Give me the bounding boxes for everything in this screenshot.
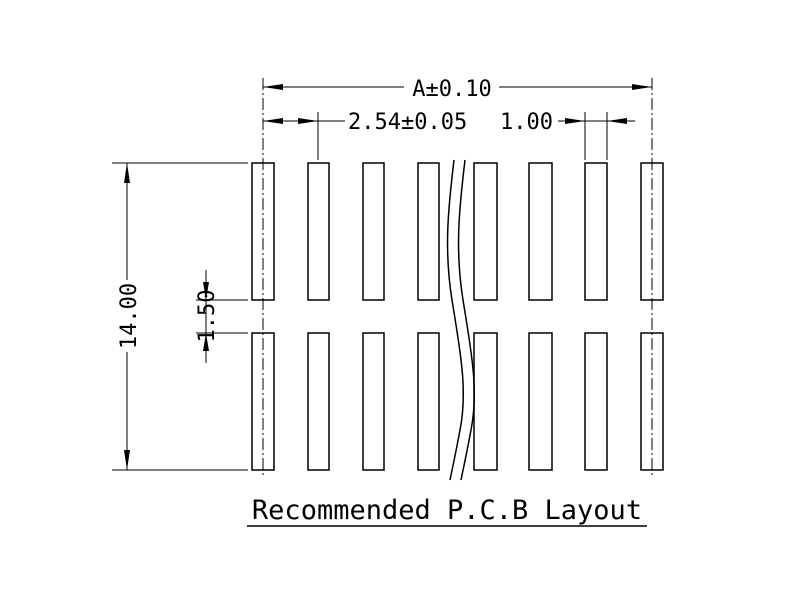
pad <box>417 162 440 301</box>
pad <box>584 162 608 301</box>
total-height-label: 14.00 <box>117 283 142 349</box>
break-lines <box>446 159 476 481</box>
total-width-dimension: A±0.10 <box>263 72 652 102</box>
top-pad-row <box>251 162 664 301</box>
pad <box>307 332 330 471</box>
pad <box>307 162 330 301</box>
pad <box>362 162 385 301</box>
pad-width-label: 1.00 <box>500 110 553 135</box>
pad <box>417 332 440 471</box>
row-gap-label: 1.50 <box>195 290 220 343</box>
pad-width-dimension: 1.00 <box>500 110 635 135</box>
pad <box>473 332 498 471</box>
caption-text: Recommended P.C.B Layout <box>252 495 642 526</box>
pad <box>528 332 553 471</box>
pad <box>362 332 385 471</box>
pad <box>584 332 608 471</box>
total-height-dimension: 14.00 <box>112 163 142 470</box>
pitch-label: 2.54±0.05 <box>348 110 467 135</box>
pitch-dimension: 2.54±0.05 <box>263 110 467 135</box>
total-width-label: A±0.10 <box>412 77 491 102</box>
caption: Recommended P.C.B Layout <box>247 495 647 527</box>
pad <box>528 162 553 301</box>
row-gap-dimension: 1.50 <box>195 270 220 363</box>
pad <box>473 162 498 301</box>
bottom-pad-row <box>251 332 664 471</box>
